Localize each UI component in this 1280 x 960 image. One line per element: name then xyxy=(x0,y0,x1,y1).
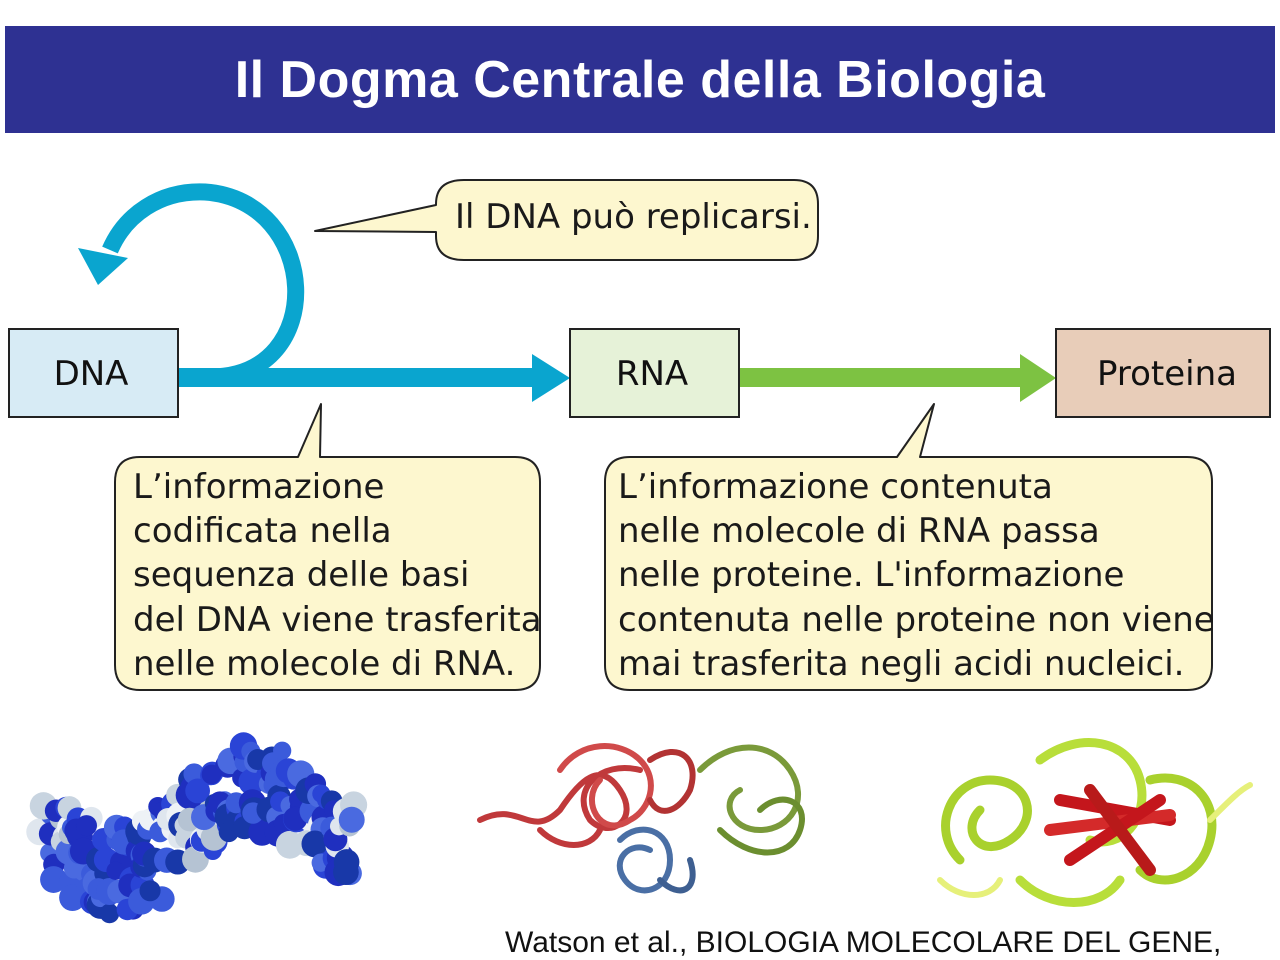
transcription-bubble-text: L’informazione codificata nella sequenza… xyxy=(133,467,552,684)
dna-atom xyxy=(139,880,161,902)
rna-box: RNA xyxy=(569,328,740,418)
dna-atom xyxy=(338,806,365,833)
translation-line: L’informazione contenuta xyxy=(618,467,1053,507)
protein-molecule-image xyxy=(937,738,1253,907)
replication-bubble: Il DNA può replicarsi. xyxy=(314,179,819,261)
dna-atom xyxy=(99,903,120,924)
translation-arrow-shaft xyxy=(738,368,1026,387)
replication-bubble-text: Il DNA può replicarsi. xyxy=(455,197,812,237)
dna-atom xyxy=(301,830,329,858)
transcription-line: del DNA viene trasferita xyxy=(133,600,542,640)
translation-line: nelle molecole di RNA passa xyxy=(618,511,1100,551)
translation-line: contenuta nelle proteine non viene xyxy=(618,600,1215,640)
transcription-line: nelle molecole di RNA. xyxy=(133,644,515,684)
transcription-line: sequenza delle basi xyxy=(133,555,469,595)
replication-loop-arrow xyxy=(102,183,305,386)
rna-box-label: RNA xyxy=(616,354,688,394)
translation-bubble-text: L’informazione contenuta nelle molecole … xyxy=(618,467,1226,684)
page-title: Il Dogma Centrale della Biologia xyxy=(234,50,1046,109)
replication-loop-arrowhead xyxy=(78,248,128,285)
transcription-arrow-shaft xyxy=(178,368,538,387)
protein-box: Proteina xyxy=(1055,328,1271,418)
transcription-bubble: L’informazione codificata nella sequenza… xyxy=(114,403,552,691)
translation-arrowhead xyxy=(1020,354,1056,402)
translation-bubble: L’informazione contenuta nelle molecole … xyxy=(604,403,1226,691)
dna-atom xyxy=(273,741,292,760)
source-credit: Watson et al., BIOLOGIA MOLECOLARE DEL G… xyxy=(505,926,1222,959)
dna-box-label: DNA xyxy=(54,354,129,394)
dna-box: DNA xyxy=(8,328,179,418)
transcription-line: codificata nella xyxy=(133,511,392,551)
dna-atom xyxy=(75,815,98,837)
dna-atom xyxy=(333,859,359,886)
rna-molecule-image xyxy=(477,743,805,894)
translation-line: nelle proteine. L'informazione xyxy=(618,555,1124,595)
protein-box-label: Proteina xyxy=(1097,354,1237,394)
translation-line: mai trasferita negli acidi nucleici. xyxy=(618,644,1184,684)
transcription-line: L’informazione xyxy=(133,467,384,507)
title-banner: Il Dogma Centrale della Biologia xyxy=(5,26,1275,133)
dna-atom xyxy=(185,778,210,804)
dna-molecule-image xyxy=(26,732,368,924)
transcription-arrowhead xyxy=(532,354,570,402)
dna-atom xyxy=(182,845,209,873)
